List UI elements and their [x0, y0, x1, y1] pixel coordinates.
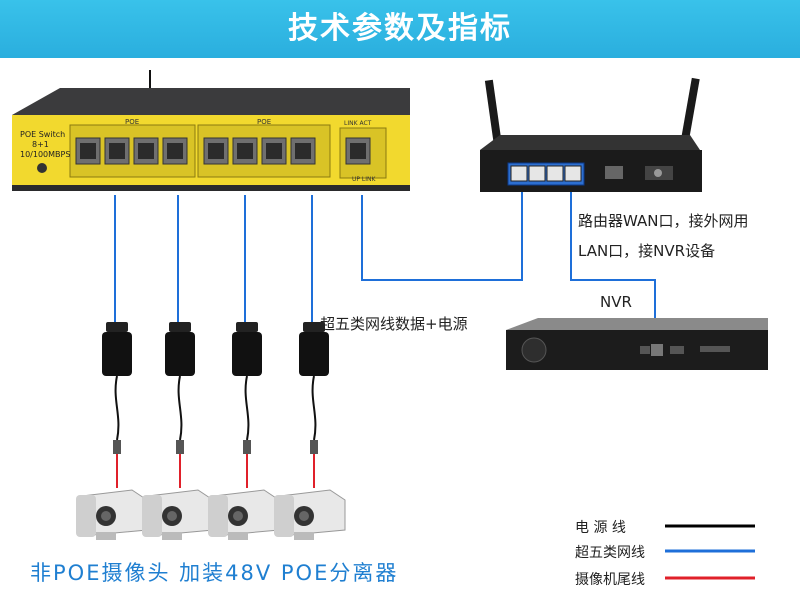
poe-splitter [232, 322, 262, 488]
poe-port [261, 137, 287, 165]
poe-port [232, 137, 258, 165]
poe-splitters [102, 322, 329, 488]
switch-model-label: POE Switch 8+1 10/100MBPS [20, 130, 71, 159]
router-lan-port [528, 165, 546, 182]
poe-splitter [165, 322, 195, 488]
nvr-label: NVR [600, 293, 632, 311]
router-ports [510, 165, 582, 182]
poe-splitter [102, 322, 132, 488]
router-lan-port [546, 165, 564, 182]
router-lan-port [510, 165, 528, 182]
uplink-port [345, 137, 371, 165]
poe-group-label-2: POE [257, 118, 272, 126]
poe-port [290, 137, 316, 165]
bullet-camera [274, 489, 346, 540]
router-note-line1: 路由器WAN口，接外网用 [578, 212, 749, 230]
bullet-camera [76, 489, 148, 540]
bullet-camera [208, 489, 280, 540]
router-note-line2: LAN口，接NVR设备 [578, 242, 716, 260]
poe-port [104, 137, 130, 165]
network-cables [114, 185, 656, 345]
cable-note: 超五类网线数据+电源 [320, 315, 468, 333]
legend-camera-tail-label: 摄像机尾线 [575, 572, 645, 588]
poe-port [203, 137, 229, 165]
switch-ports [75, 137, 371, 165]
poe-port [133, 137, 159, 165]
legend-network-label: 超五类网线 [575, 545, 645, 561]
poe-port [162, 137, 188, 165]
bottom-caption: 非POE摄像头 加装48V POE分离器 [30, 561, 399, 585]
legend-power-label: 电 源 线 [575, 520, 626, 536]
uplink-top-label: LINK ACT [344, 120, 372, 127]
poe-port [75, 137, 101, 165]
poe-splitter [299, 322, 329, 488]
router-lan-port [564, 165, 582, 182]
bullet-camera [142, 489, 214, 540]
title-banner [0, 0, 800, 58]
uplink-bottom-label: UP LINK [352, 176, 376, 183]
cameras [76, 489, 346, 540]
poe-group-label-1: POE [125, 118, 140, 126]
nvr-device [506, 318, 768, 370]
page-title: 技术参数及指标 [288, 11, 512, 46]
